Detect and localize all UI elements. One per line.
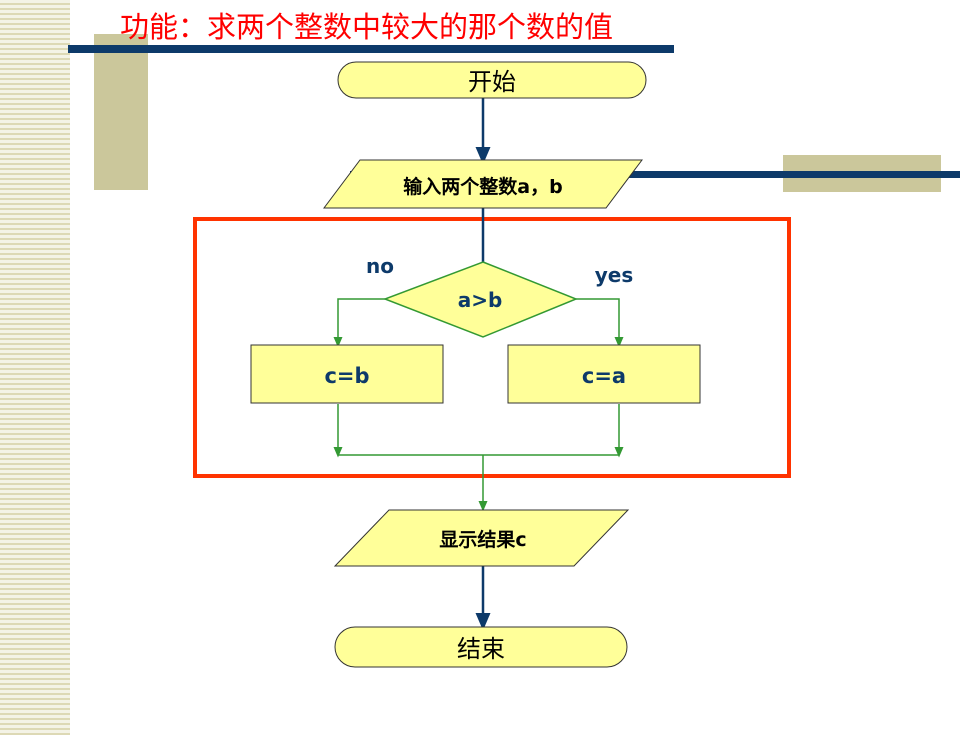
assign-c-b-box: c=b: [250, 344, 444, 404]
decorative-title-underline: [68, 45, 674, 53]
assign-c-a-label: c=a: [582, 364, 626, 388]
start-terminal: 开始: [337, 61, 647, 99]
branch-no-label: no: [366, 254, 394, 278]
branch-yes-label: yes: [595, 263, 634, 287]
start-label: 开始: [468, 68, 516, 96]
decision-label: a>b: [458, 288, 503, 312]
assign-c-b-label: c=b: [324, 364, 369, 388]
arrow-no-branch: [333, 298, 385, 348]
arrow-yes-branch: [576, 298, 624, 348]
slide-title: 功能：求两个整数中较大的那个数的值: [120, 10, 614, 44]
input-parallelogram: 输入两个整数a，b: [323, 159, 643, 209]
left-striped-border: [0, 0, 70, 735]
assign-c-a-box: c=a: [507, 344, 701, 404]
highlight-box: [193, 217, 791, 478]
decorative-tan-block-left: [94, 34, 148, 190]
decorative-right-bar: [350, 171, 960, 178]
end-label: 结束: [457, 635, 505, 663]
output-label: 显示结果c: [439, 528, 526, 551]
output-parallelogram: 显示结果c: [333, 509, 630, 567]
decision-diamond: a>b: [382, 261, 579, 338]
input-label: 输入两个整数a，b: [403, 175, 562, 198]
end-terminal: 结束: [334, 626, 628, 668]
